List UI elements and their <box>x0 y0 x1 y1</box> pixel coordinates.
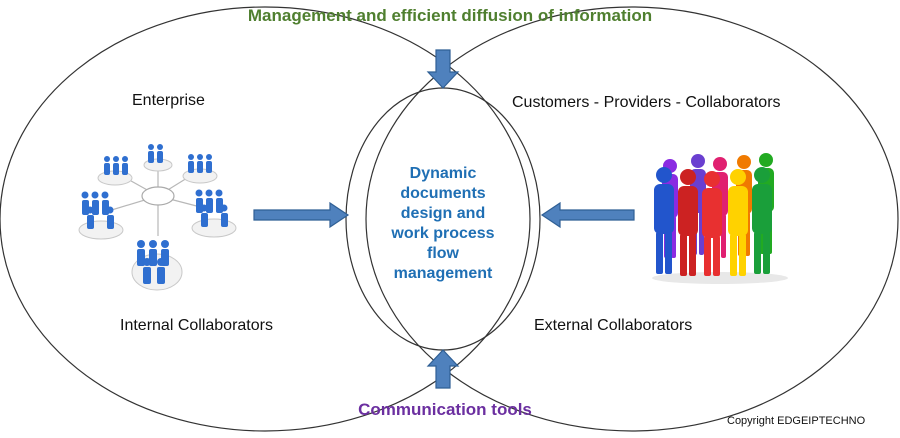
bottom-up-arrow <box>426 349 460 389</box>
top-down-arrow <box>426 49 460 89</box>
enterprise-label: Enterprise <box>132 92 205 109</box>
colorful-people-group-icon <box>652 153 788 284</box>
left-right-arrow <box>253 201 350 229</box>
network-of-people-icon <box>78 144 237 291</box>
center-line: work process <box>391 225 495 242</box>
center-line: flow <box>427 245 459 262</box>
external-collaborators-label: External Collaborators <box>534 317 693 334</box>
copyright-text: Copyright EDGEIPTECHNO <box>727 415 866 427</box>
right-ellipse <box>365 6 899 432</box>
center-line: design and <box>400 205 486 222</box>
center-line: management <box>393 265 493 282</box>
center-line: Dynamic <box>409 165 477 182</box>
bottom-title: Communication tools <box>358 400 532 419</box>
right-left-arrow <box>540 201 635 229</box>
center-text: Dynamic documents design and work proces… <box>370 164 516 284</box>
left-ellipse <box>0 6 531 432</box>
center-line: documents <box>400 185 486 202</box>
customers-providers-label: Customers - Providers - Collaborators <box>512 94 781 111</box>
top-title: Management and efficient diffusion of in… <box>247 6 653 25</box>
internal-collaborators-label: Internal Collaborators <box>120 317 273 334</box>
